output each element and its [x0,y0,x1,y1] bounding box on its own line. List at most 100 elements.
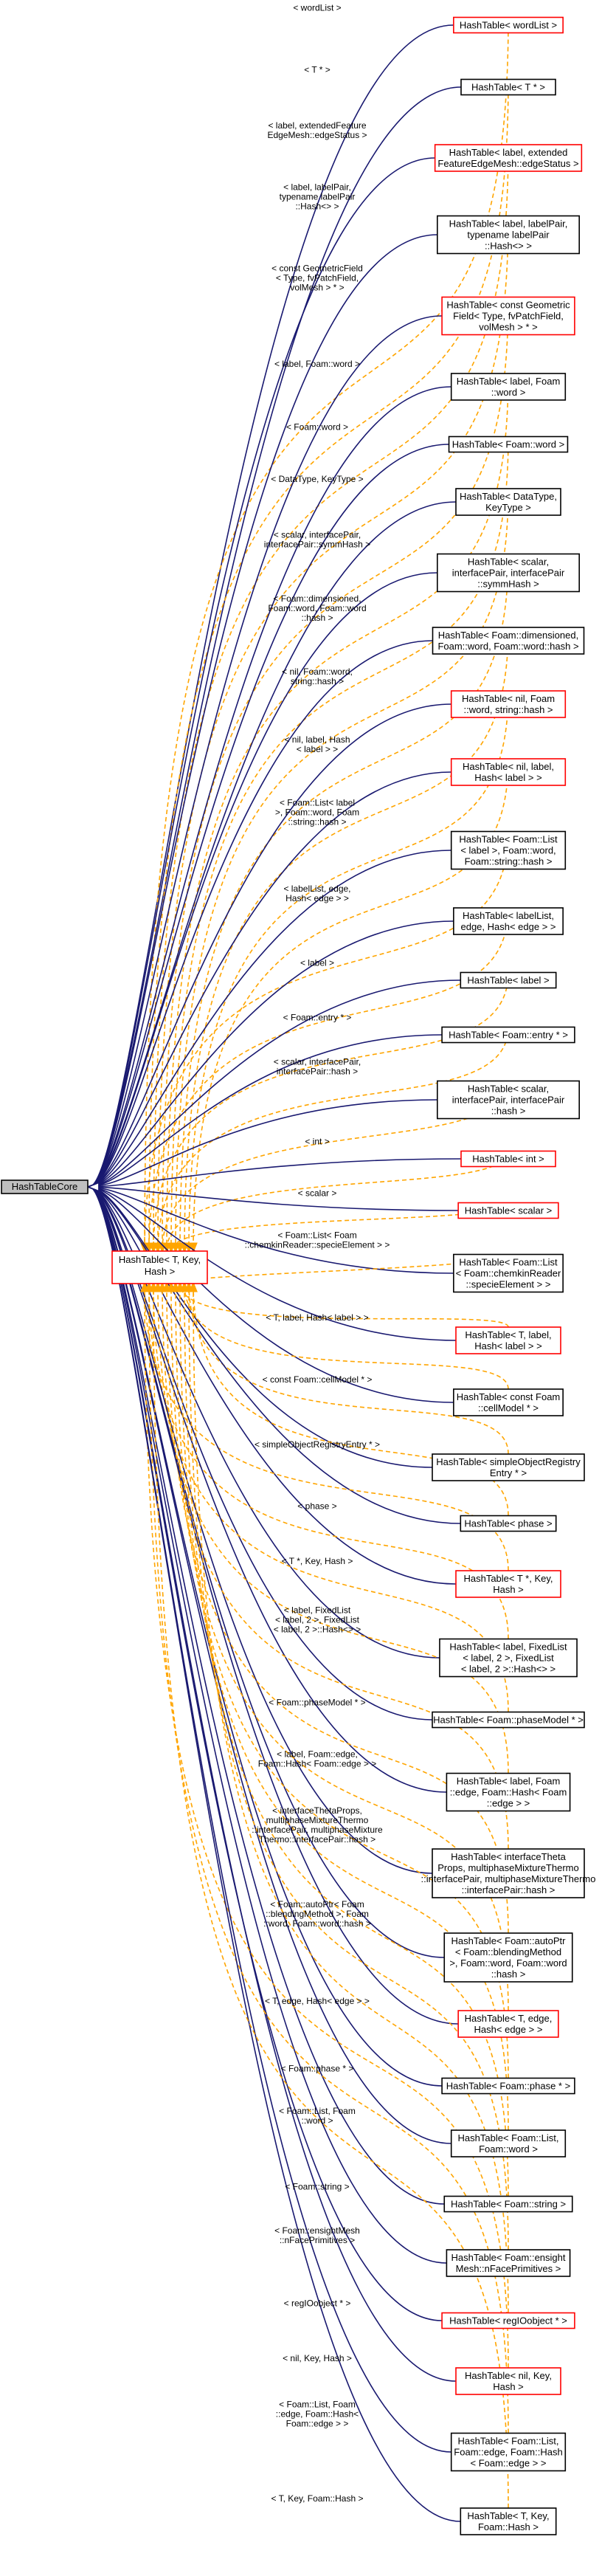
class-node-label-line: HashTable< scalar > [465,1205,553,1216]
class-node[interactable]: HashTable< scalar,interfacePair, interfa… [436,553,580,593]
template-edge [149,1284,509,2434]
inheritance-edge [89,1187,433,1721]
class-node[interactable]: HashTable< phase > [460,1515,557,1532]
class-node[interactable]: HashTable< Foam::phase * > [441,2077,575,2095]
class-node[interactable]: HashTable< Foam::entry * > [441,1026,575,1044]
template-edge [162,1081,509,1252]
edge-label: < scalar, interfacePair,interfacePair::s… [264,530,370,550]
class-node[interactable]: HashTable< T, edge,Hash< edge > > [457,2010,559,2038]
class-node[interactable]: HashTable< label > [460,971,557,989]
class-node[interactable]: HashTable< T *, Key,Hash > [455,1570,561,1598]
class-node[interactable]: HashTable< wordList > [453,16,564,34]
class-node[interactable]: HashTable< scalar,interfacePair, interfa… [436,1080,580,1120]
class-node-label-line: ::word, string::hash > [463,704,553,715]
class-node[interactable]: HashTable< label, FixedList< label, 2 >,… [439,1638,578,1678]
edge-label: < label, FixedList< label, 2 >, FixedLis… [274,1605,361,1635]
class-node-label-line: HashTable< nil, Key, [465,2370,552,2381]
inheritance-edge [89,386,451,1187]
inheritance-edge [89,1099,437,1187]
edge-label: < int > [305,1137,329,1147]
inheritance-edge [89,157,435,1187]
template-edge [167,373,509,1251]
class-node[interactable]: HashTable< scalar > [457,1202,559,1219]
class-node-label-line: < Foam::blendingMethod [455,1946,561,1957]
class-node-label-line: ::interfacePair::hash > [462,1884,556,1895]
edge-label: < scalar > [298,1188,337,1199]
edge-label-line: ::string::hash > [288,817,346,827]
class-node-label-line: HashTable< label, labelPair, [449,218,568,230]
class-node[interactable]: HashTable< Foam::List< Foam::chemkinRead… [453,1253,564,1293]
template-edge [193,1284,509,2313]
class-node[interactable]: HashTable< Foam::List< label >, Foam::wo… [450,830,567,870]
inheritance-edge [89,1187,447,2264]
edge-label: < interfaceThetaProps,multiphaseMixtureT… [252,1805,383,1845]
edge-label: < regIOobject * > [284,2298,351,2309]
class-node[interactable]: HashTable< Foam::List,Foam::edge, Foam::… [450,2432,567,2472]
edge-label: < phase > [297,1501,336,1512]
edge-label: < T, label, Hash< label > > [266,1312,368,1323]
edge-label-line: Foam::word, Foam::word [268,603,366,613]
class-node-box [460,1150,556,1168]
edge-label: < Foam::phaseModel * > [269,1698,365,1708]
class-node-label-line: FeatureEdgeMesh::edgeStatus > [437,158,578,169]
template-edge [176,488,509,1251]
class-node[interactable]: HashTable< Foam::dimensioned,Foam::word,… [432,627,585,655]
class-node[interactable]: HashTable< T * > [460,78,556,96]
class-node[interactable]: HashTable< regIOobject * > [441,2312,575,2329]
class-node[interactable]: HashTable< Foam::phaseModel * > [432,1711,585,1729]
edge-label-line: < wordList > [293,3,341,13]
class-node-label-line: >, Foam::word, Foam::word [449,1957,567,1969]
class-node-label-line: ::hash > [491,1106,526,1117]
class-node[interactable]: HashTable< T, label,Hash< label > > [455,1326,561,1354]
edges-layer [89,17,509,2522]
class-node[interactable]: HashTable< label, labelPair,typename lab… [436,215,580,255]
template-edge [145,831,509,1252]
template-edge [189,1284,509,1455]
class-node[interactable]: HashTable< Foam::List,Foam::word > [450,2129,567,2157]
class-node[interactable]: HashTable< simpleObjectRegistryEntry * > [432,1453,585,1481]
class-node[interactable]: HashTable< T, Key,Foam::Hash > [460,2507,557,2535]
class-node[interactable]: HashTable< Foam::autoPtr< Foam::blending… [443,1932,573,1983]
class-node-label-line: HashTable< scalar, [468,557,549,568]
class-node[interactable]: HashTable< nil, Foam::word, string::hash… [450,690,567,718]
inheritance-edge [89,1187,459,2025]
class-node-label-line: < Foam::edge > > [471,2458,547,2469]
class-node[interactable]: HashTable< int > [460,1150,556,1168]
class-node[interactable]: HashTable< const GeometricField< Type, f… [441,296,575,336]
edge-label: < labelList, edge,Hash< edge > > [283,884,350,903]
edge-label: < Foam::dimensioned,Foam::word, Foam::wo… [268,593,366,623]
edge-label-line: ::blendingMethod >, Foam [266,1909,369,1919]
edge-label: < Foam::List< Foam::chemkinReader::speci… [245,1230,390,1250]
template-node-box [111,1250,208,1284]
class-node-label-line: Field< Type, fvPatchField, [453,311,564,322]
class-node-label-line: HashTable< Foam::dimensioned, [438,630,578,641]
class-node[interactable]: HashTable< labelList,edge, Hash< edge > … [453,907,564,935]
class-node-label-line: HashTable< Foam::word > [452,439,564,450]
class-node[interactable]: HashTable< nil, Key,Hash > [455,2367,561,2395]
root-node[interactable]: HashTableCore [1,1179,89,1194]
class-node-label-line: HashTable< label, FixedList [449,1642,567,1653]
class-node-label-line: Mesh::nFacePrimitives > [456,2263,561,2274]
class-node[interactable]: HashTable< nil, label,Hash< label > > [450,758,567,786]
class-node[interactable]: HashTable< label, extendedFeatureEdgeMes… [434,144,583,172]
inheritance-edge [89,1187,457,1341]
class-node[interactable]: HashTable< Foam::string > [443,2195,573,2213]
class-node[interactable]: HashTable< Foam::ensightMesh::nFacePrimi… [446,2249,571,2277]
edge-label-line: < scalar, interfacePair, [274,530,361,540]
template-edge [167,1151,509,1252]
edge-label-line: < nil, Foam::word, [282,667,353,677]
edge-label: < label, Foam::edge,Foam::Hash< Foam::ed… [258,1749,376,1769]
edge-label: < label, Foam::word > [274,359,360,369]
class-node-label-line: Hash > [493,1584,524,1595]
class-node-label-line: HashTable< label > [467,975,549,986]
class-node[interactable]: HashTable< label, Foam::word > [450,373,567,401]
edge-label-line: ::word > [301,2115,333,2126]
class-node[interactable]: HashTable< label, Foam::edge, Foam::Hash… [446,1772,571,1812]
template-node[interactable]: HashTable< T, Key, Hash > [111,1250,208,1284]
class-node[interactable]: HashTable< const Foam::cellModel * > [453,1388,564,1416]
edge-label: < Foam::word > [286,422,348,433]
class-node[interactable]: HashTable< Foam::word > [448,435,569,453]
class-node[interactable]: HashTable< DataType,KeyType > [455,488,561,516]
edge-label-line: ::chemkinReader::specieElement > > [245,1240,390,1250]
class-node[interactable]: HashTable< interfaceThetaProps, multipha… [421,1848,596,1898]
